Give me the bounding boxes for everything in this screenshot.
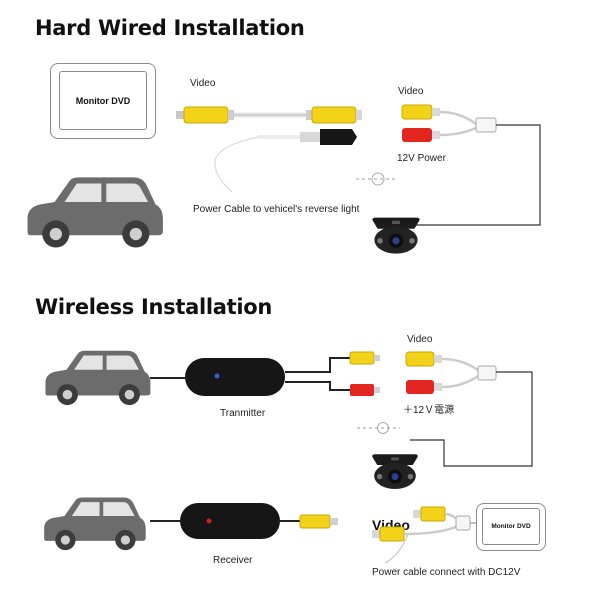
- monitor-dvd-hardwired: Monitor DVD: [50, 63, 156, 139]
- car-receiver-side: [44, 497, 146, 551]
- receiver-device: [150, 503, 338, 539]
- camera-hardwired: [372, 217, 420, 254]
- wireless-title: Wireless Installation: [35, 295, 273, 319]
- reverse-light-label: Power Cable to vehicel's reverse light: [193, 204, 360, 215]
- transmitter-label: Tranmitter: [220, 408, 266, 419]
- video-label: Video: [407, 334, 433, 345]
- car-transmitter-side: [45, 350, 151, 406]
- rca-video-cable: [176, 106, 362, 124]
- ground-wire-wireless: [357, 422, 400, 434]
- monitor-label: Monitor DVD: [482, 508, 540, 545]
- power-cable-hardwired: [214, 129, 357, 193]
- power-label: ＋12Ｖ電源: [403, 405, 455, 416]
- video-label: Video: [190, 78, 216, 89]
- video-label: Video: [398, 86, 424, 97]
- ground-wire-hardwired: [356, 172, 398, 186]
- car-hardwired: [27, 177, 163, 248]
- power-cable-label: Power cable connect with DC12V: [372, 567, 521, 578]
- camera-wireless: [372, 454, 418, 489]
- monitor-label: Monitor DVD: [59, 71, 147, 130]
- power-12v-label: 12V Power: [397, 153, 446, 164]
- transmitter-device: [150, 351, 380, 396]
- camera-cable-splitter-wireless: [405, 351, 533, 467]
- camera-cable-splitter: [401, 104, 541, 226]
- monitor-cable-splitter: [372, 506, 476, 564]
- receiver-label: Receiver: [213, 555, 253, 566]
- hard-wired-title: Hard Wired Installation: [35, 16, 305, 40]
- monitor-dvd-wireless: Monitor DVD: [476, 503, 546, 551]
